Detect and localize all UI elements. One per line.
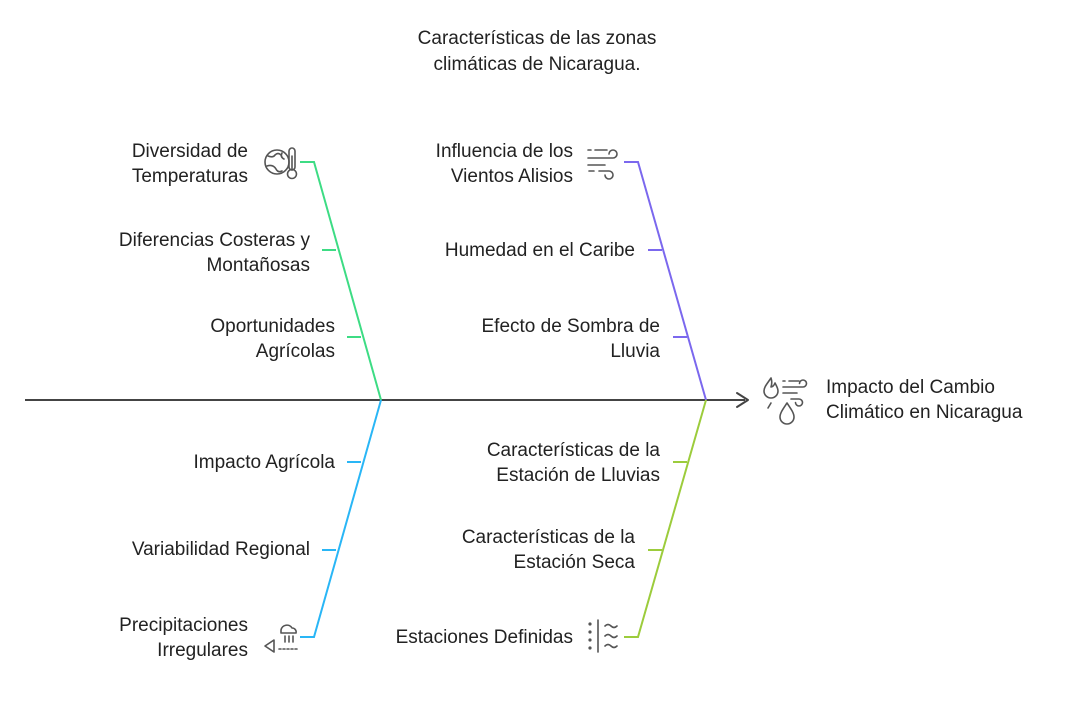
cause-label-line-1: Impacto Agrícola <box>193 452 335 473</box>
cause-diferencias-costeras: Diferencias Costeras y Montañosas <box>119 228 310 278</box>
cause-label-line-1: Características de la <box>486 440 660 461</box>
cause-label-line-2: Temperaturas <box>131 166 248 187</box>
cause-vientos-alisios: Influencia de los Vientos Alisios <box>436 139 573 189</box>
cause-precipitaciones-irregulares: Precipitaciones Irregulares <box>119 613 248 663</box>
cause-label-line-1: Oportunidades <box>210 316 335 337</box>
cause-label-line-2: Irregulares <box>157 640 248 661</box>
cause-label-line-1: Variabilidad Regional <box>131 539 310 560</box>
cause-label-line-1: Precipitaciones <box>119 615 248 636</box>
cause-oportunidades-agricolas: Oportunidades Agrícolas <box>210 314 335 364</box>
cause-label-line-1: Influencia de los <box>435 141 573 162</box>
effect-label: Impacto del Cambio Climático en Nicaragu… <box>826 375 1022 425</box>
bone-top-right <box>624 161 707 401</box>
bone-top-left <box>300 161 382 401</box>
cause-label-line-1: Diversidad de <box>131 141 248 162</box>
spine-arrowhead <box>736 392 749 408</box>
effect-label-line-2: Climático en Nicaragua <box>826 402 1023 423</box>
seasons-icon <box>588 619 618 653</box>
cause-estacion-seca: Características de la Estación Seca <box>462 525 635 575</box>
title-line-1: Características de las zonas <box>417 28 657 49</box>
cause-variabilidad-regional: Variabilidad Regional <box>132 537 310 562</box>
cause-label-line-1: Efecto de Sombra de <box>481 316 661 337</box>
cause-label-line-2: Montañosas <box>206 255 310 276</box>
cause-label-line-1: Estaciones Definidas <box>395 627 573 648</box>
cause-label-line-1: Humedad en el Caribe <box>444 240 635 261</box>
cause-impacto-agricola: Impacto Agrícola <box>193 450 335 475</box>
bone-bottom-right <box>624 399 707 638</box>
rain-cloud-icon <box>264 624 298 653</box>
diagram-title: Características de las zonas climáticas … <box>337 26 737 78</box>
cause-label-line-1: Características de la <box>461 527 635 548</box>
climate-icon <box>763 377 808 425</box>
wind-icon <box>587 149 618 180</box>
title-line-2: climáticas de Nicaragua. <box>433 54 641 75</box>
cause-humedad-caribe: Humedad en el Caribe <box>445 238 635 263</box>
cause-estaciones-definidas: Estaciones Definidas <box>396 625 573 650</box>
cause-diversidad-temperaturas: Diversidad de Temperaturas <box>132 139 248 189</box>
cause-estacion-lluvias: Características de la Estación de Lluvia… <box>487 438 660 488</box>
cause-label-line-1: Diferencias Costeras y <box>118 230 310 251</box>
bone-bottom-left <box>300 399 382 638</box>
cause-label-line-2: Vientos Alisios <box>450 166 573 187</box>
cause-label-line-2: Lluvia <box>610 341 660 362</box>
cause-label-line-2: Estación de Lluvias <box>496 465 660 486</box>
cause-sombra-lluvia: Efecto de Sombra de Lluvia <box>482 314 661 364</box>
cause-label-line-2: Estación Seca <box>513 552 635 573</box>
cause-label-line-2: Agrícolas <box>255 341 335 362</box>
globe-thermometer-icon <box>264 147 298 180</box>
effect-label-line-1: Impacto del Cambio <box>826 377 995 398</box>
